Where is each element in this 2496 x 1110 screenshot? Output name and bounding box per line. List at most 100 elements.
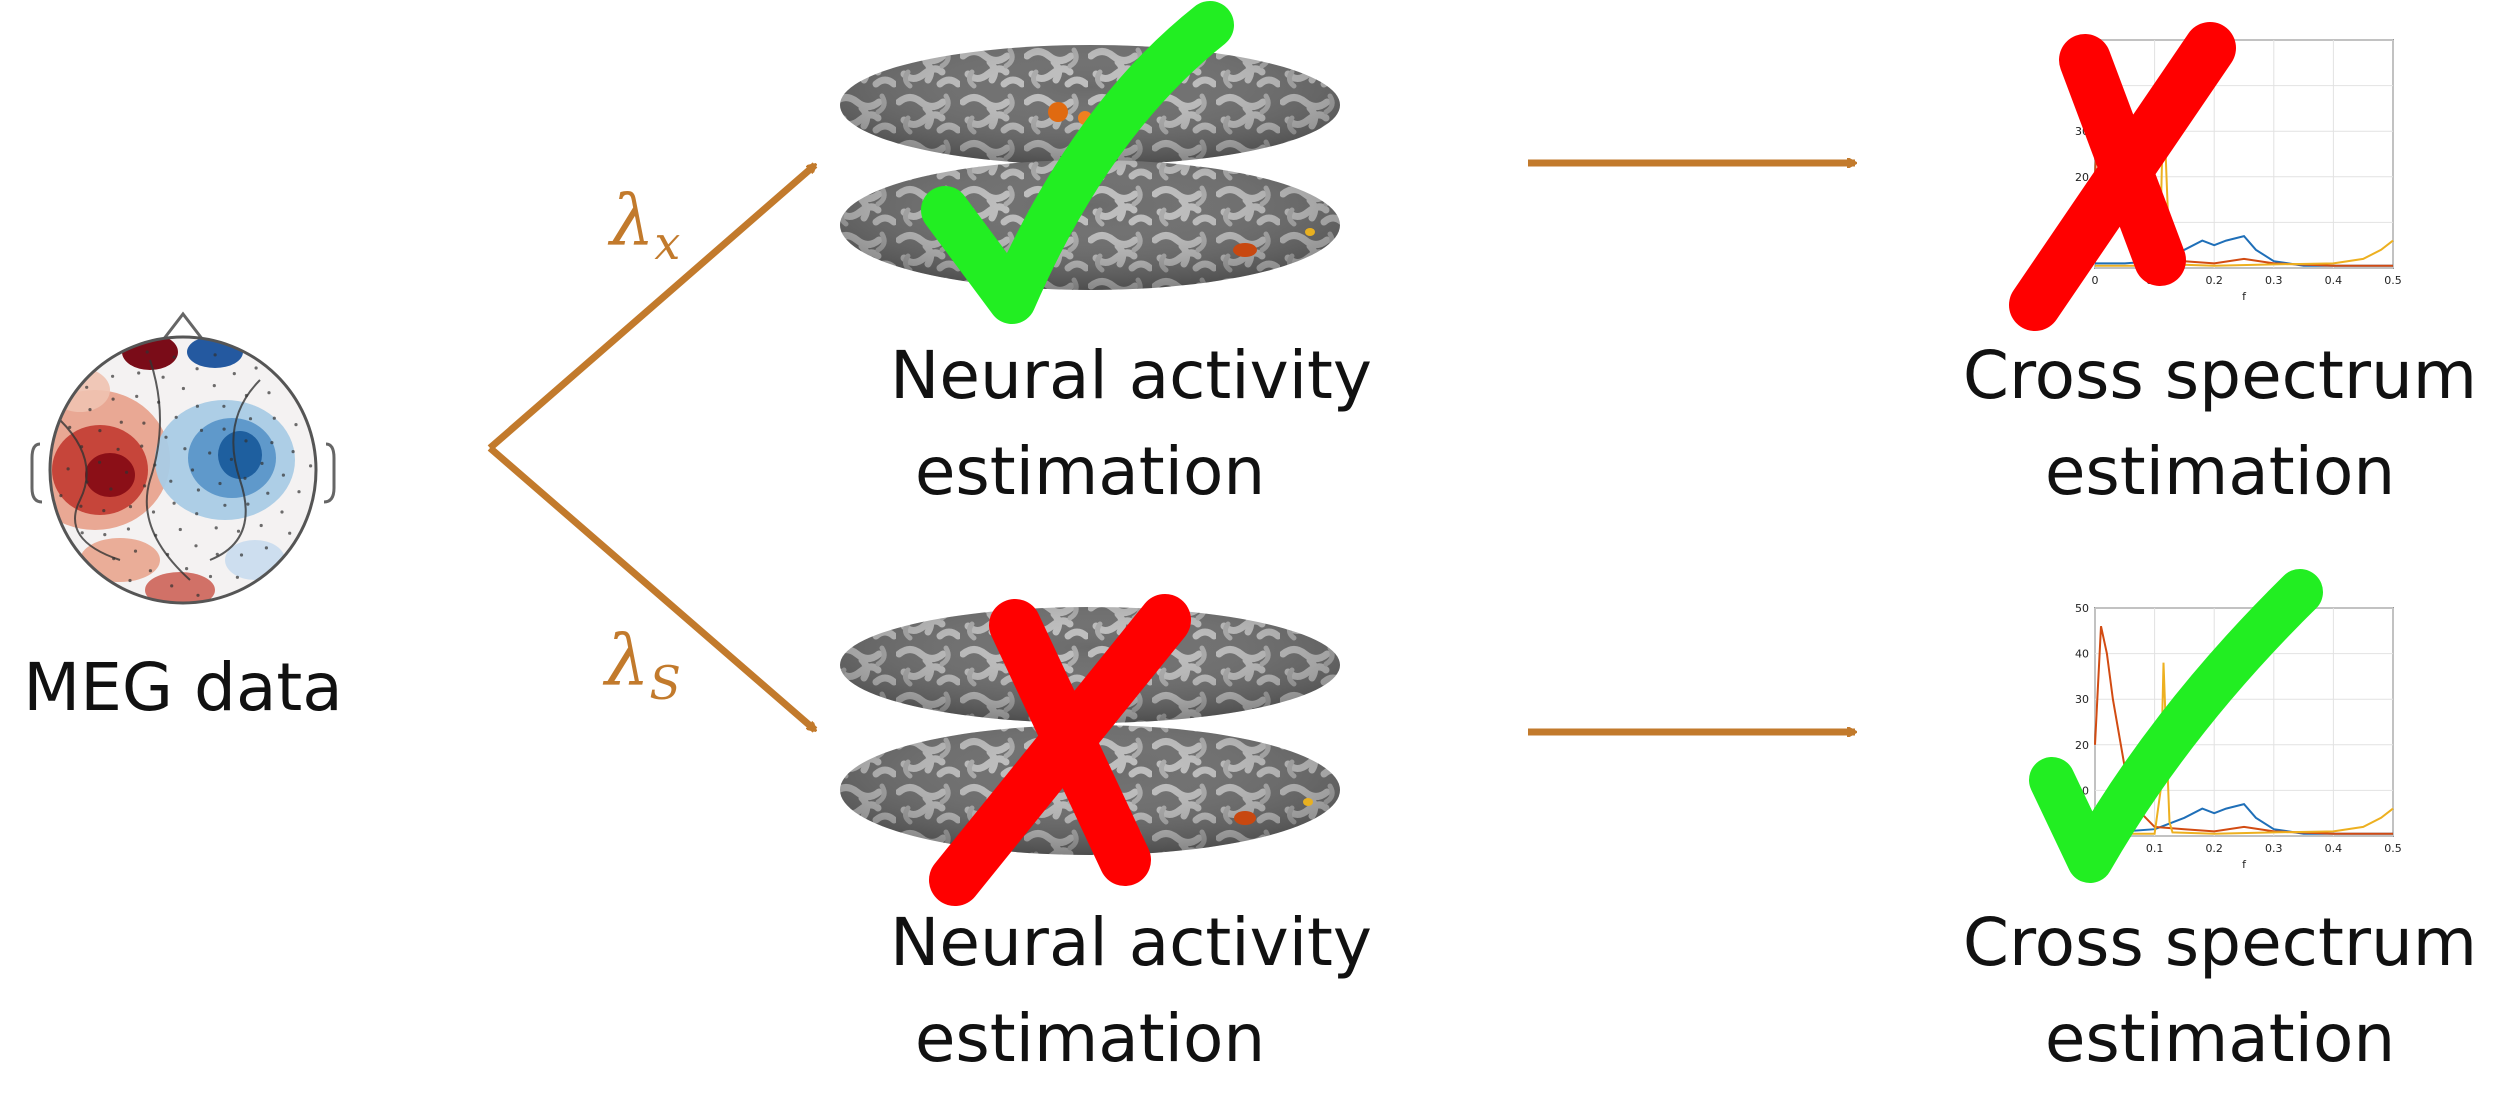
- sensor-dot: [109, 487, 113, 491]
- lambda-s-symbol: λ: [605, 620, 650, 702]
- y-tick-label: 40: [2075, 648, 2089, 661]
- sensor-dot: [181, 386, 185, 391]
- sensor-dot: [212, 384, 216, 388]
- x-tick-label: 0.5: [2384, 274, 2402, 287]
- sensor-dot: [178, 527, 182, 532]
- sensor-dot: [244, 439, 248, 443]
- sensor-dot: [154, 533, 158, 537]
- sensor-dot: [270, 441, 274, 445]
- sensor-dot: [195, 404, 199, 408]
- arrow-lambda-x: [487, 162, 815, 451]
- sensor-dot: [208, 574, 213, 579]
- sensor-dot: [66, 467, 70, 471]
- y-tick-label: 30: [2075, 693, 2089, 706]
- sensor-dot: [196, 488, 200, 492]
- sensor-dot: [222, 404, 226, 408]
- sensor-dot: [272, 416, 276, 420]
- y-tick-label: 50: [2075, 602, 2089, 615]
- sensor-dot: [112, 557, 116, 561]
- sensor-dot: [243, 476, 247, 480]
- cross-label-bottom-line1: Cross spectrum: [1962, 904, 2478, 981]
- arrow-lambda-s: [487, 445, 815, 733]
- nose: [161, 311, 205, 341]
- sensor-dot: [223, 503, 227, 507]
- sensor-dot: [260, 461, 264, 465]
- sensor-dot: [153, 463, 157, 467]
- sensor-dot: [80, 531, 84, 535]
- sensor-dot: [222, 427, 226, 431]
- lambda-x-symbol: λ: [610, 180, 655, 262]
- sensor-dot: [208, 451, 212, 455]
- neural-activity-label-bottom: Neural activity estimation: [890, 904, 1372, 1077]
- sensor-dot: [288, 531, 292, 535]
- x-tick-label: 0.4: [2325, 274, 2343, 287]
- sensor-dot: [239, 553, 244, 557]
- lambda-x-subscript: x: [654, 216, 681, 270]
- sensor-dot: [266, 491, 270, 495]
- sensor-dot: [213, 353, 217, 357]
- sensor-dot: [126, 527, 130, 531]
- sensor-dot: [172, 501, 176, 505]
- sensor-dot: [148, 569, 152, 573]
- head-outline: [48, 335, 318, 605]
- x-tick-label: 0.4: [2325, 842, 2343, 855]
- sensor-dot: [143, 484, 147, 488]
- sensor-dot: [119, 420, 123, 424]
- cross-spectrum-label-bottom: Cross spectrum estimation: [1960, 910, 2480, 1072]
- x-tick-label: 0.1: [2146, 842, 2164, 855]
- sensor-dot: [291, 450, 295, 454]
- sensor-dot: [111, 374, 115, 378]
- meg-topomap: [30, 311, 336, 605]
- sensor-dot: [80, 445, 84, 449]
- sensor-dot: [98, 460, 102, 464]
- sensor-dot: [194, 544, 198, 548]
- sensor-dot: [172, 355, 176, 359]
- sensor-dot: [244, 393, 248, 398]
- sensor-dot: [59, 494, 63, 498]
- sensor-dot: [128, 505, 133, 509]
- sensor-dot: [236, 529, 241, 533]
- sensor-dot: [183, 447, 187, 451]
- sensor-dot: [137, 371, 141, 375]
- sensor-dot: [190, 468, 195, 472]
- lambda-s-subscript: S: [649, 656, 681, 710]
- neural-label-bottom-line1: Neural activity: [890, 904, 1372, 981]
- cross-spectrum-label-top: Cross spectrum estimation: [1960, 343, 2480, 505]
- sensor-dot: [214, 526, 218, 530]
- sensor-dot: [264, 546, 268, 550]
- sensor-dot: [128, 578, 132, 583]
- sensor-dot: [116, 447, 120, 451]
- right-ear: [323, 442, 336, 504]
- y-tick-label: 20: [2075, 171, 2089, 184]
- sensor-dot: [267, 391, 271, 395]
- y-tick-label: 20: [2075, 739, 2089, 752]
- lambda-x-label: λx: [610, 180, 680, 270]
- sensor-dot: [151, 510, 156, 514]
- cross-label-top-line1: Cross spectrum: [1962, 337, 2478, 414]
- sensor-dot: [169, 479, 173, 483]
- sensor-dot: [196, 593, 200, 597]
- sensor-dot: [199, 428, 204, 432]
- sensor-dot: [85, 480, 89, 484]
- sensor-dot: [235, 575, 239, 579]
- sensor-dot: [215, 552, 219, 556]
- green-check-icon: [921, 1, 1234, 324]
- x-axis-label: f: [2242, 290, 2247, 303]
- sensor-dot: [79, 504, 83, 508]
- sensor-dot: [248, 417, 253, 421]
- sensor-dot: [157, 400, 161, 404]
- red-cross-icon: [929, 594, 1191, 906]
- x-tick-label: 0: [2092, 274, 2099, 287]
- sensor-dot: [254, 366, 258, 370]
- sensor-dot: [111, 397, 115, 401]
- neural-label-bottom-line2: estimation: [914, 1000, 1266, 1077]
- sensor-dot: [85, 385, 89, 389]
- green-check-icon: [2029, 569, 2323, 883]
- sensor-dot: [294, 423, 298, 427]
- sensor-dot: [174, 415, 178, 419]
- sensor-dot: [195, 367, 199, 371]
- sensor-dot: [164, 435, 168, 439]
- sensor-dot: [232, 372, 236, 376]
